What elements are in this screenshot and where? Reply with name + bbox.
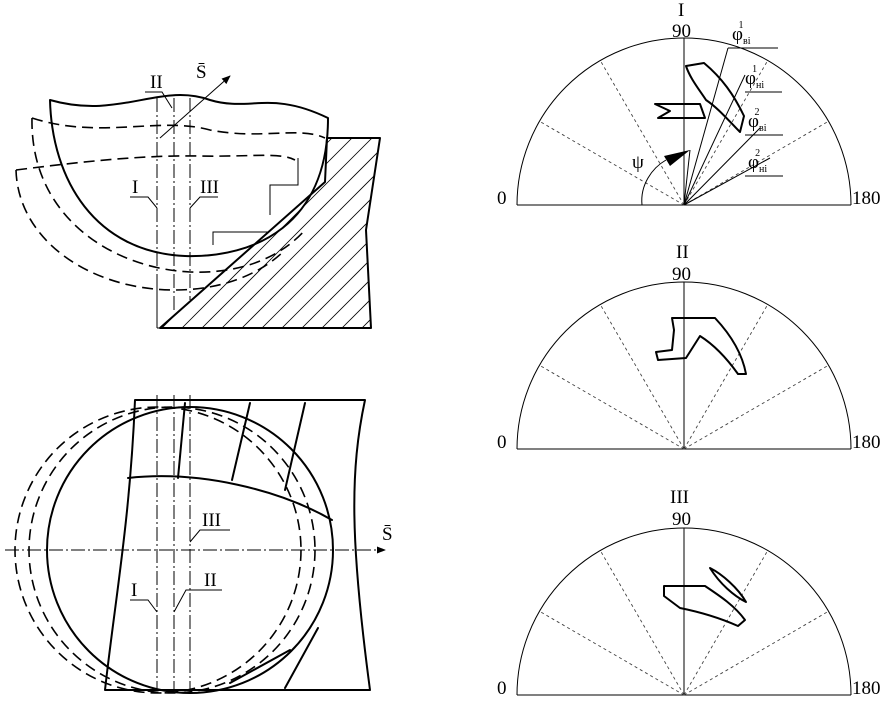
groove-line-4 — [229, 649, 291, 684]
psi-arrow — [664, 150, 690, 166]
leader-III-bottom — [189, 529, 230, 543]
feed-arrow — [159, 75, 231, 139]
workpiece-hatched-region — [159, 137, 381, 329]
step-line — [269, 158, 299, 215]
section-label-III-bottom: III — [202, 510, 221, 531]
feed-label: S̄ — [196, 62, 207, 83]
cutting-zone-upper-I — [685, 62, 745, 133]
workpiece-body — [104, 399, 371, 691]
leader-II-bottom — [173, 589, 222, 613]
leader-I-bottom — [130, 599, 158, 613]
polar-diagram-III: III 90 0 180 — [497, 487, 881, 699]
grid-ray-150-III — [683, 610, 830, 696]
feed-label-bottom: S̄ — [382, 524, 393, 545]
tick-0-III: 0 — [497, 678, 507, 699]
phi-n1-label: φні1 — [745, 64, 764, 91]
grid-ray-30-III — [538, 610, 685, 696]
cutter-profile — [49, 94, 329, 258]
section-label-II: II — [150, 72, 163, 93]
phi-ray-1-I — [683, 47, 729, 206]
grid-ray-60-II — [599, 303, 685, 450]
phi-ray-4-I — [683, 157, 771, 206]
grid-ray-60-III — [599, 549, 685, 696]
groove-line-1 — [177, 402, 186, 479]
section-label-I-bottom: I — [131, 580, 137, 601]
section-label-III: III — [200, 177, 219, 198]
cutting-zone-main-III — [663, 585, 746, 627]
phi-b1-label: φві1 — [732, 20, 751, 47]
tick-90-III: 90 — [672, 509, 691, 530]
phi-b2-label: φві2 — [748, 107, 767, 134]
grid-ray-150-II — [683, 364, 830, 450]
phi-ray-2-I — [683, 74, 746, 206]
cutting-zone-sliver-III — [709, 567, 747, 603]
cut-boundary-curve — [127, 475, 333, 521]
tick-0-II: 0 — [497, 432, 507, 453]
psi-arc — [641, 159, 667, 206]
section-label-II-bottom: II — [204, 570, 217, 591]
grid-ray-150-I — [683, 120, 830, 206]
tick-180-I: 180 — [852, 188, 881, 209]
tick-180-II: 180 — [852, 432, 881, 453]
tick-90-I: 90 — [672, 21, 691, 42]
tick-180-III: 180 — [852, 678, 881, 699]
cutter-prev-position-2 — [15, 154, 296, 171]
groove-line-5 — [284, 627, 319, 689]
leader-II — [145, 91, 173, 109]
cutting-zone-lower-I — [654, 103, 706, 119]
top-left-view: S̄ II I III — [15, 62, 381, 329]
leader-III — [189, 196, 218, 209]
step-line-2 — [212, 231, 268, 245]
cutter-prev-position-1-arc — [31, 117, 306, 273]
tick-0-I: 0 — [497, 188, 507, 209]
grid-ray-120-II — [683, 303, 769, 450]
grid-ray-30-II — [538, 364, 685, 450]
cutter-prev-position-2-arc — [15, 169, 286, 291]
polar-title-I: I — [678, 0, 684, 21]
polar-title-II: II — [676, 242, 689, 263]
grid-ray-30-I — [538, 120, 685, 206]
phi-n2-label: φні2 — [748, 148, 767, 175]
polar-title-III: III — [670, 487, 689, 508]
leader-I — [130, 196, 158, 209]
hatch-lines — [160, 138, 380, 328]
polar-diagram-I: I 90 0 180 φві1 φні1 φві2 φні2 ψ — [497, 0, 881, 209]
cutter-prev-position-1 — [31, 117, 326, 139]
groove-line-3 — [284, 402, 306, 491]
groove-line-2 — [231, 402, 251, 481]
grid-ray-120-III — [683, 549, 769, 696]
psi-label: ψ — [632, 152, 644, 173]
section-label-I: I — [132, 177, 138, 198]
polar-diagram-II: II 90 0 180 — [497, 242, 881, 453]
grid-ray-120-I — [683, 59, 769, 206]
cutting-zone-II — [655, 317, 747, 375]
phi-ray-3-I — [683, 127, 761, 206]
psi-pointer — [683, 149, 691, 206]
tick-90-II: 90 — [672, 264, 691, 285]
bottom-left-view: S̄ III I II — [5, 395, 393, 694]
grid-ray-60-I — [599, 59, 685, 206]
